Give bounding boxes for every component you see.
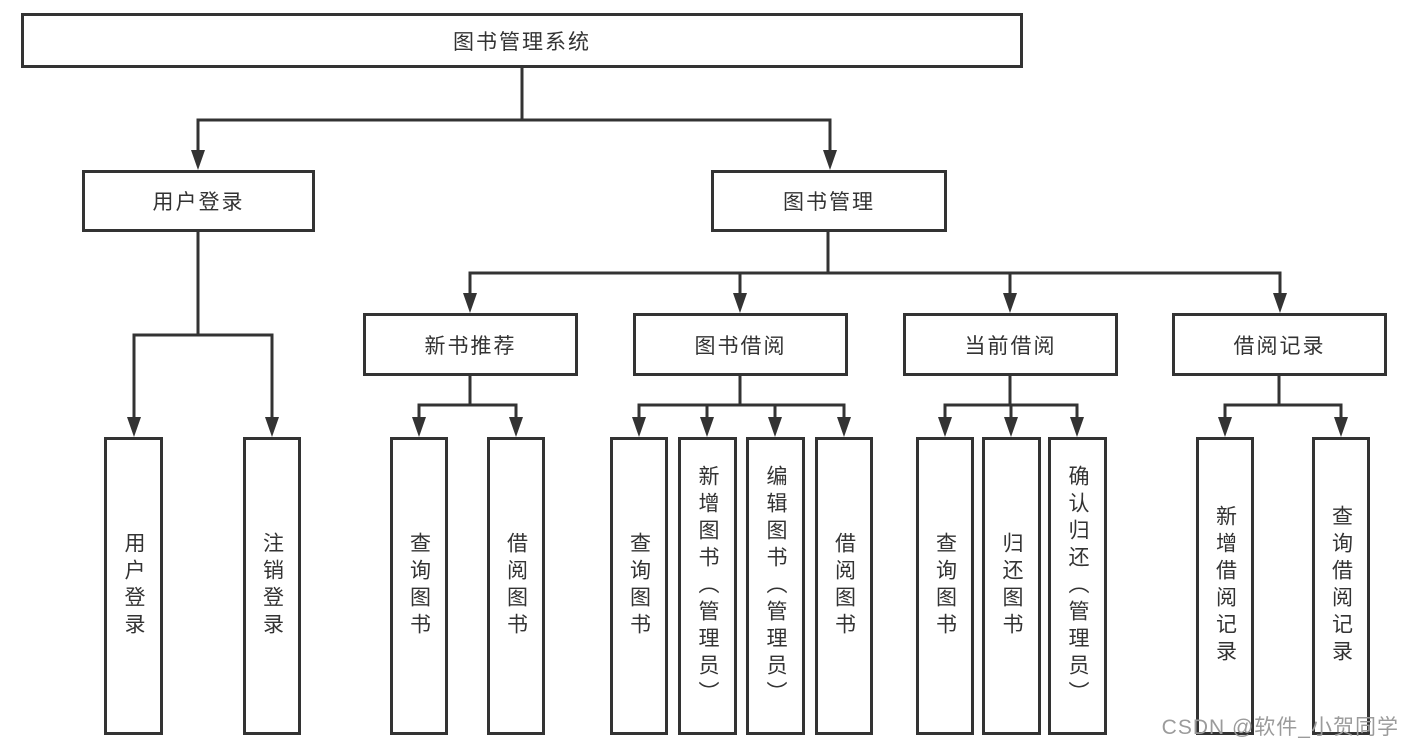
leaf-query-borrow-record: 查询借阅记录 [1312, 437, 1370, 735]
node-label: 用户登录 [152, 191, 245, 214]
node-label: 借阅图书 [832, 532, 856, 640]
node-label: 查询借阅记录 [1329, 505, 1353, 667]
leaf-add-borrow-record: 新增借阅记录 [1196, 437, 1254, 735]
arrowhead [1003, 293, 1017, 313]
connector-userlogin-to-leaves [132, 232, 274, 419]
arrowhead [938, 417, 952, 437]
node-label: 新增图书（管理员） [696, 464, 719, 708]
leaf-query-books-current: 查询图书 [916, 437, 974, 735]
connector-currentborrow-to-leaves [943, 376, 1079, 419]
arrowhead [1334, 417, 1348, 437]
node-label: 当前借阅 [964, 334, 1057, 358]
leaf-user-login: 用户登录 [104, 437, 163, 735]
arrowhead [412, 417, 426, 437]
node-current-borrowing: 当前借阅 [903, 313, 1118, 376]
node-label: 新书推荐 [424, 334, 517, 358]
node-label: 注销登录 [260, 532, 284, 640]
arrowhead [127, 417, 141, 437]
leaf-query-books-newbooks: 查询图书 [390, 437, 448, 735]
connector-bookmgmt-to-level3 [468, 232, 1282, 295]
leaf-borrow-books-newbooks: 借阅图书 [487, 437, 545, 735]
arrowhead [191, 150, 205, 170]
node-book-borrowing: 图书借阅 [633, 313, 848, 376]
connector-borrowrecords-to-leaves [1223, 376, 1343, 419]
node-label: 查询图书 [627, 532, 651, 640]
arrowhead [632, 417, 646, 437]
arrowhead [823, 150, 837, 170]
arrowhead [1273, 293, 1287, 313]
arrowhead [509, 417, 523, 437]
arrowhead [1004, 417, 1018, 437]
node-label: 编辑图书（管理员） [764, 464, 787, 708]
arrowhead [1218, 417, 1232, 437]
leaf-confirm-return-admin: 确认归还（管理员） [1048, 437, 1107, 735]
node-library-management-system: 图书管理系统 [21, 13, 1023, 68]
leaf-query-books-borrow: 查询图书 [610, 437, 668, 735]
node-label: 查询图书 [933, 532, 957, 640]
arrowhead [837, 417, 851, 437]
connector-newbooks-to-leaves [417, 376, 518, 419]
leaf-borrow-books: 借阅图书 [815, 437, 873, 735]
node-label: 借阅图书 [504, 532, 528, 640]
arrowhead [1070, 417, 1084, 437]
leaf-logout: 注销登录 [243, 437, 301, 735]
node-borrowing-records: 借阅记录 [1172, 313, 1387, 376]
node-label: 新增借阅记录 [1213, 505, 1237, 667]
node-label: 确认归还（管理员） [1066, 464, 1089, 708]
node-label: 归还图书 [1000, 532, 1023, 640]
node-label: 用户登录 [122, 532, 145, 640]
arrowhead [768, 417, 782, 437]
arrowhead [733, 293, 747, 313]
node-label: 借阅记录 [1233, 334, 1326, 358]
arrowhead [463, 293, 477, 313]
connector-root-to-level2 [196, 68, 832, 152]
node-new-book-recommend: 新书推荐 [363, 313, 578, 376]
arrowhead [700, 417, 714, 437]
arrowhead [265, 417, 279, 437]
node-label: 图书管理 [783, 191, 875, 214]
node-book-management: 图书管理 [711, 170, 947, 232]
csdn-watermark: CSDN @软件_小贺同学 [1161, 716, 1399, 739]
node-label: 查询图书 [407, 532, 431, 640]
node-user-login: 用户登录 [82, 170, 315, 232]
connector-bookborrow-to-leaves [637, 376, 846, 419]
node-label: 图书借阅 [694, 334, 787, 358]
leaf-edit-books-admin: 编辑图书（管理员） [746, 437, 805, 735]
leaf-add-books-admin: 新增图书（管理员） [678, 437, 737, 735]
leaf-return-books: 归还图书 [982, 437, 1041, 735]
node-label: 图书管理系统 [453, 30, 591, 54]
